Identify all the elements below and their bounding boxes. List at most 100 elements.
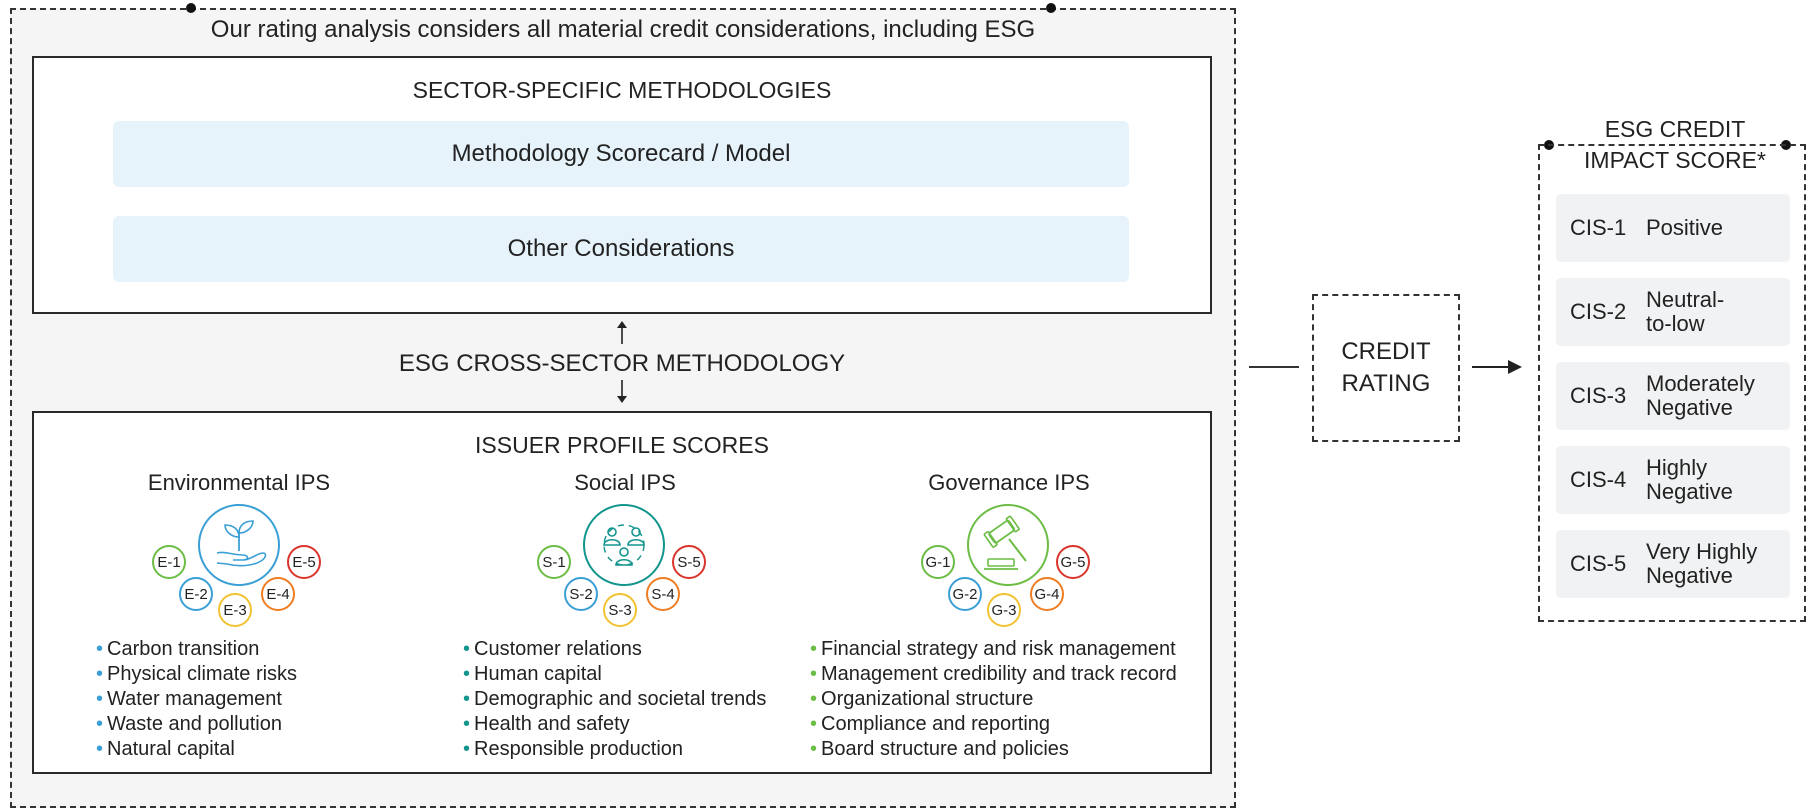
s2-badge <box>564 577 598 611</box>
g2-label: G-2 <box>952 586 977 603</box>
cis-label-line1: Moderately <box>1646 371 1755 396</box>
credit-rating-line2: RATING <box>1341 370 1431 397</box>
s5-label: S-5 <box>677 554 700 571</box>
cis-box: CIS-1 Positive CIS-2 Neutral- to-low CIS… <box>1538 144 1806 622</box>
down-arrow-icon <box>617 380 627 403</box>
g3-badge <box>987 593 1021 627</box>
issuer-profile-scores-title: ISSUER PROFILE SCORES <box>475 432 769 458</box>
g2-badge <box>948 577 982 611</box>
e4-label: E-4 <box>266 586 289 603</box>
sector-methodologies-title: SECTOR-SPECIFIC METHODOLOGIES <box>412 77 832 103</box>
cis-label-line1: Highly <box>1646 455 1708 480</box>
right-arrow-icon <box>1472 360 1522 374</box>
cis-label: Highly Negative <box>1646 456 1733 504</box>
cis-label-line2: Negative <box>1646 395 1733 420</box>
environmental-ips-list: Carbon transition Physical climate risks… <box>96 637 297 762</box>
list-item: Board structure and policies <box>810 737 1177 762</box>
cis-label: Neutral- to-low <box>1646 288 1724 336</box>
list-item: Organizational structure <box>810 687 1177 712</box>
list-item: Natural capital <box>96 737 297 762</box>
cis-label: Very Highly Negative <box>1646 540 1757 588</box>
s2-label: S-2 <box>569 586 592 603</box>
social-ips-list: Customer relations Human capital Demogra… <box>463 637 766 762</box>
list-item: Health and safety <box>463 712 766 737</box>
list-item: Physical climate risks <box>96 662 297 687</box>
plant-hand-icon <box>198 504 280 586</box>
g1-badge <box>921 545 955 579</box>
issuer-profile-scores-box: ISSUER PROFILE SCORES Environmental IPS … <box>32 411 1212 774</box>
e2-label: E-2 <box>184 586 207 603</box>
s5-badge <box>672 545 706 579</box>
cis-title: ESG CREDIT IMPACT SCORE* <box>1540 114 1809 176</box>
list-item: Management credibility and track record <box>810 662 1177 687</box>
list-item: Responsible production <box>463 737 766 762</box>
governance-ips-graphic: G-1 G-2 G-3 G-4 G-5 <box>921 504 1090 627</box>
g5-badge <box>1056 545 1090 579</box>
e3-label: E-3 <box>223 602 246 619</box>
other-considerations-bar: Other Considerations <box>113 216 1129 282</box>
list-item: Demographic and societal trends <box>463 687 766 712</box>
cis-code: CIS-5 <box>1570 551 1627 576</box>
g1-label: G-1 <box>925 554 950 571</box>
methodology-scorecard-bar: Methodology Scorecard / Model <box>113 121 1129 187</box>
environmental-ips-title: Environmental IPS <box>147 470 331 495</box>
cis-label-line2: Negative <box>1646 479 1733 504</box>
s1-label: S-1 <box>542 554 565 571</box>
cis-label: Moderately Negative <box>1646 372 1755 420</box>
s3-badge <box>603 593 637 627</box>
container-dot-left <box>186 3 196 13</box>
g3-label: G-3 <box>991 602 1016 619</box>
list-item: Financial strategy and risk management <box>810 637 1177 662</box>
g4-label: G-4 <box>1034 586 1059 603</box>
social-ips-graphic: S-1 S-2 S-3 S-4 S-5 <box>537 504 706 627</box>
outer-heading: Our rating analysis considers all materi… <box>210 16 1036 43</box>
list-item: Compliance and reporting <box>810 712 1177 737</box>
e4-badge <box>261 577 295 611</box>
credit-rating-line1: CREDIT <box>1341 338 1431 365</box>
governance-ips-title: Governance IPS <box>928 470 1090 495</box>
cis-label-line1: Neutral- <box>1646 287 1725 312</box>
s4-label: S-4 <box>651 586 674 603</box>
cis-title-line1: ESG CREDIT <box>1604 116 1746 142</box>
e1-badge <box>152 545 186 579</box>
sector-methodologies-box: SECTOR-SPECIFIC METHODOLOGIES Methodolog… <box>32 56 1212 314</box>
cis-label: Positive <box>1646 216 1723 240</box>
s4-badge <box>646 577 680 611</box>
cis-code: CIS-4 <box>1570 467 1627 492</box>
cis-code: CIS-1 <box>1570 215 1627 240</box>
list-item: Human capital <box>463 662 766 687</box>
governance-ips-list: Financial strategy and risk management M… <box>810 637 1177 762</box>
s1-badge <box>537 545 571 579</box>
list-item: Waste and pollution <box>96 712 297 737</box>
container-dot-right <box>1046 3 1056 13</box>
list-item: Water management <box>96 687 297 712</box>
cis-label-line2: to-low <box>1646 311 1705 336</box>
e5-label: E-5 <box>292 554 315 571</box>
cis-code: CIS-3 <box>1570 383 1627 408</box>
list-item: Customer relations <box>463 637 766 662</box>
e2-badge <box>179 577 213 611</box>
g5-label: G-5 <box>1060 554 1085 571</box>
e5-badge <box>287 545 321 579</box>
g4-badge <box>1030 577 1064 611</box>
cis-row-4: CIS-4 Highly Negative <box>1556 446 1790 514</box>
e1-label: E-1 <box>157 554 180 571</box>
cis-row-5: CIS-5 Very Highly Negative <box>1556 530 1790 598</box>
s3-label: S-3 <box>608 602 631 619</box>
cross-sector-label: ESG CROSS-SECTOR METHODOLOGY <box>398 350 846 377</box>
cis-row-3: CIS-3 Moderately Negative <box>1556 362 1790 430</box>
cis-title-line2: IMPACT SCORE* <box>1584 147 1766 173</box>
up-arrow-icon <box>617 321 627 344</box>
e3-badge <box>218 593 252 627</box>
connector-line <box>1249 366 1299 368</box>
cis-label-line2: Negative <box>1646 563 1733 588</box>
credit-rating-box: CREDIT RATING <box>1312 294 1460 442</box>
gavel-icon <box>967 504 1049 586</box>
environmental-ips-graphic: E-1 E-2 E-3 E-4 E-5 <box>152 504 321 627</box>
cis-row-1: CIS-1 Positive <box>1556 194 1790 262</box>
cis-label-line1: Very Highly <box>1646 539 1758 564</box>
cis-code: CIS-2 <box>1570 299 1627 324</box>
cis-row-2: CIS-2 Neutral- to-low <box>1556 278 1790 346</box>
list-item: Carbon transition <box>96 637 297 662</box>
people-network-icon <box>583 504 665 586</box>
